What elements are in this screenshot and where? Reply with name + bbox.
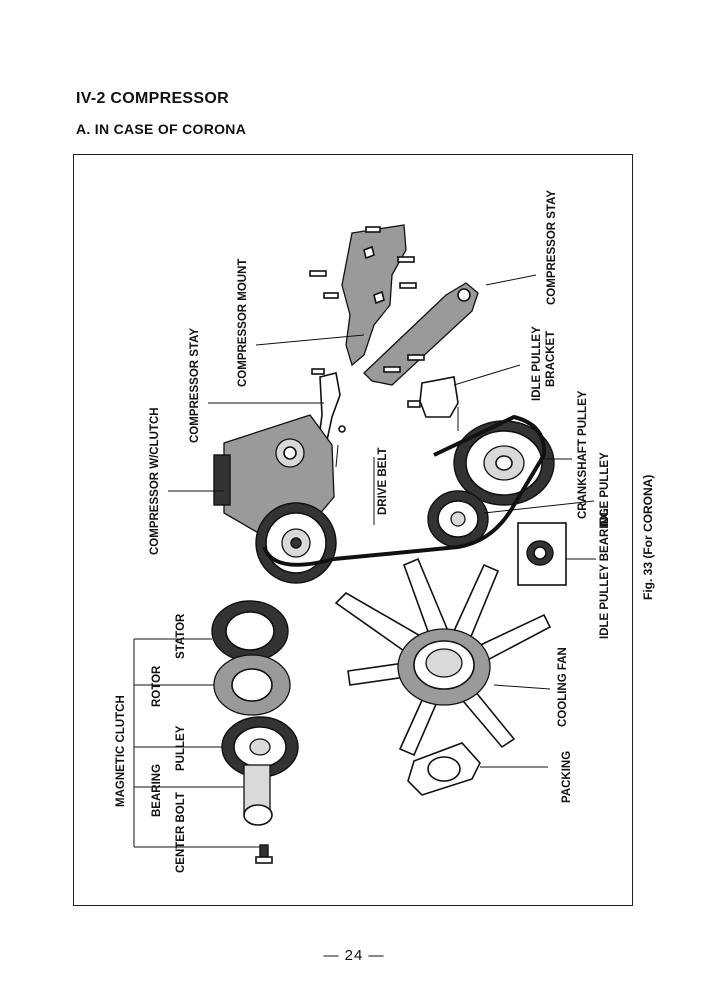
label-idle-pulley: IDLE PULLEY (599, 452, 611, 527)
label-compressor-with-clutch: COMPRESSOR W/CLUTCH (149, 407, 161, 555)
idle-pulley-bearing-illustration (517, 522, 567, 586)
magnetic-clutch-parts-illustration (211, 600, 299, 864)
figure-frame: COMPRESSOR STAY COMPRESSOR MOUNT COMPRES… (73, 154, 633, 906)
section-title: IV-2 COMPRESSOR (76, 90, 229, 107)
label-center-bolt: CENTER BOLT (175, 792, 187, 873)
label-bearing: BEARING (151, 764, 163, 817)
compressor-stay-right-illustration (363, 282, 479, 386)
cooling-fan-illustration (334, 557, 552, 757)
exploded-view-diagram: COMPRESSOR STAY COMPRESSOR MOUNT COMPRES… (115, 190, 611, 873)
label-stator: STATOR (175, 613, 187, 659)
compressor-stay-left-illustration (311, 368, 346, 468)
label-magnetic-clutch: MAGNETIC CLUTCH (115, 695, 127, 807)
crankshaft-pulley-illustration (453, 420, 555, 506)
label-rotor: ROTOR (151, 665, 163, 707)
label-packing: PACKING (561, 751, 573, 803)
label-idle-pulley-bearing: IDLE PULLEY BEARING (599, 508, 611, 639)
label-compressor-mount: COMPRESSOR MOUNT (237, 259, 249, 387)
label-cooling-fan: COOLING FAN (557, 647, 569, 727)
drive-belt-illustration (262, 414, 547, 567)
label-crankshaft-pulley: CRANKSHAFT PULLEY (577, 390, 589, 519)
compressor-mount-illustration (309, 224, 417, 367)
leader-lines (133, 274, 596, 848)
label-compressor-stay-right: COMPRESSOR STAY (546, 190, 558, 305)
label-pulley: PULLEY (175, 725, 187, 771)
page-number: — 24 — (323, 947, 385, 964)
label-drive-belt: DRIVE BELT (377, 447, 389, 515)
label-idle-pulley-bracket-2: BRACKET (545, 331, 557, 387)
label-compressor-stay-left: COMPRESSOR STAY (189, 328, 201, 443)
idle-pulley-illustration (427, 490, 489, 548)
idle-pulley-bracket-illustration (407, 376, 459, 431)
label-idle-pulley-bracket-1: IDLE PULLEY (531, 326, 543, 401)
subsection-title: A. IN CASE OF CORONA (76, 121, 247, 137)
packing-illustration (407, 742, 481, 796)
